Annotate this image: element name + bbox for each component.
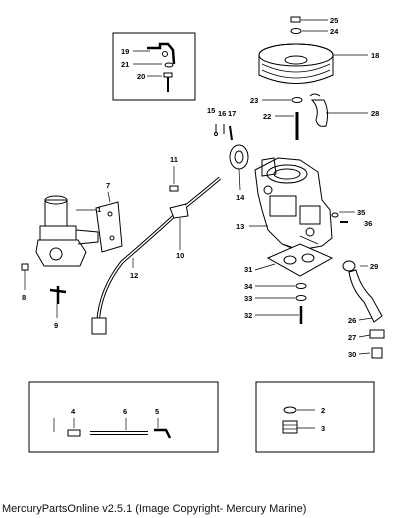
image-caption: MercuryPartsOnline v2.5.1 (Image Copyrig…	[2, 503, 307, 515]
callout-27: 27	[348, 333, 356, 342]
exploded-parts-diagram: 1 2 3 4 5 6 7 8 9 10 11 12 13 14 15 16 1…	[21, 16, 385, 453]
inset-box-filter-kit	[255, 381, 375, 453]
callout-2: 2	[321, 406, 325, 415]
inset-box-bracket	[112, 32, 196, 101]
vent-tube-part	[342, 260, 385, 359]
callout-34: 34	[244, 282, 253, 291]
callout-23: 23	[250, 96, 258, 105]
carb-screw-parts	[331, 211, 355, 223]
fuel-line-part	[91, 214, 176, 335]
callout-17: 17	[228, 109, 236, 118]
bracket-part	[147, 42, 176, 65]
filter-kit-parts	[282, 406, 315, 434]
lockwasher-part	[164, 62, 174, 68]
callout-7: 7	[106, 181, 110, 190]
callout-6: 6	[123, 407, 127, 416]
pump-fitting-part	[49, 286, 67, 318]
line-fitting-part	[132, 176, 222, 268]
pump-screw-part	[21, 263, 29, 290]
callout-32: 32	[244, 311, 252, 320]
callout-16: 16	[218, 109, 226, 118]
pump-gasket-part	[95, 191, 123, 253]
arrestor-leaders	[301, 19, 368, 56]
fuel-line-kit-parts	[53, 418, 172, 439]
callout-22: 22	[263, 112, 271, 121]
callout-26: 26	[348, 316, 356, 325]
callout-21: 21	[121, 60, 129, 69]
callout-30: 30	[348, 350, 356, 359]
callout-4: 4	[71, 407, 76, 416]
callout-8: 8	[22, 293, 26, 302]
callout-3: 3	[321, 424, 325, 433]
bracket-leaders	[133, 50, 162, 77]
linkage-parts	[214, 124, 233, 141]
flame-arrestor-part	[258, 43, 334, 84]
callout-33: 33	[244, 294, 252, 303]
callout-11: 11	[170, 155, 178, 164]
line-screw-part	[169, 166, 179, 192]
callout-12: 12	[130, 271, 138, 280]
inset-box-fuel-line-kit	[28, 381, 219, 453]
callout-15: 15	[207, 106, 215, 115]
fuel-pump-part	[35, 195, 99, 267]
callout-31: 31	[244, 265, 252, 274]
callout-25: 25	[330, 16, 338, 25]
base-gasket-part	[254, 243, 334, 277]
callout-10: 10	[176, 251, 184, 260]
callout-29: 29	[370, 262, 378, 271]
callout-1: 1	[97, 205, 101, 214]
callout-9: 9	[54, 321, 58, 330]
callout-19: 19	[121, 47, 129, 56]
callout-14: 14	[236, 193, 245, 202]
callout-36: 36	[364, 219, 372, 228]
callout-18: 18	[371, 51, 379, 60]
carburetor-part	[249, 157, 333, 251]
callout-13: 13	[236, 222, 244, 231]
bracket-screw-part	[163, 72, 173, 92]
stud-part	[262, 97, 303, 140]
choke-part	[229, 144, 249, 191]
callout-5: 5	[155, 407, 159, 416]
callout-24: 24	[330, 27, 339, 36]
stud-washer-parts	[255, 283, 307, 324]
arrestor-nut-part	[290, 16, 302, 34]
callout-35: 35	[357, 208, 365, 217]
vent-hose-part	[309, 93, 368, 127]
callout-20: 20	[137, 72, 145, 81]
callout-labels: 1 2 3 4 5 6 7 8 9 10 11 12 13 14 15 16 1…	[22, 16, 379, 433]
callout-28: 28	[371, 109, 379, 118]
